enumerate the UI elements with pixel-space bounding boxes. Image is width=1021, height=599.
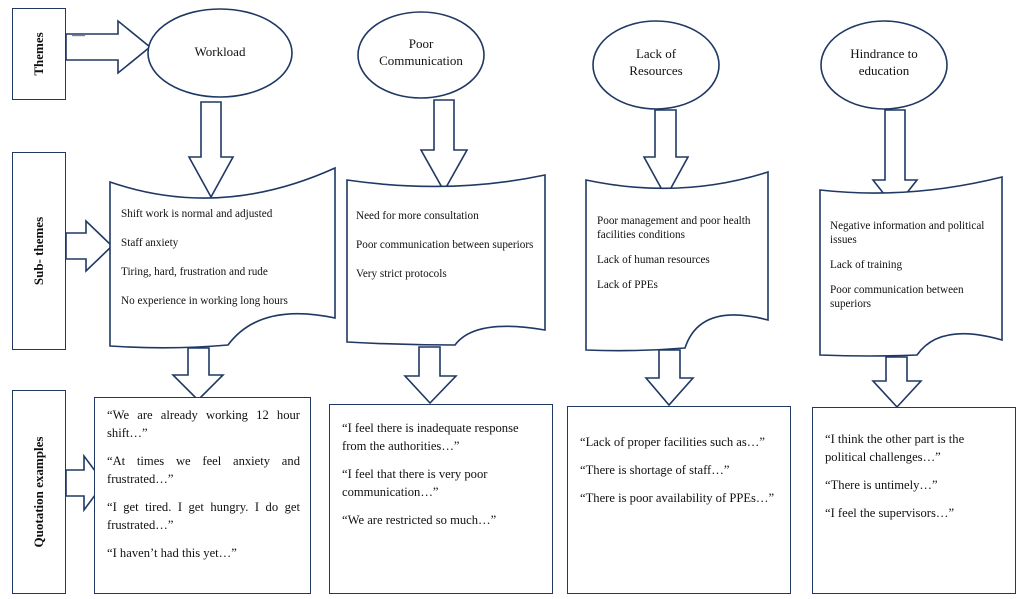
quote-item: “I get tired. I get hungry. I do get fru…	[107, 500, 300, 532]
row-label-quotation-examples-text: Quotation examples	[31, 436, 46, 548]
theme-ellipse-poor-communication	[357, 11, 485, 99]
subtheme-item: Lack of PPEs	[597, 279, 658, 291]
quote-box-lack-of-resources: “Lack of proper facilities such as…” “Th…	[567, 406, 791, 594]
quote-box-poor-communication: “I feel there is inadequate response fro…	[329, 404, 553, 594]
subtheme-doc-education	[819, 175, 1003, 357]
arrow-right-subthemes	[65, 219, 114, 273]
quote-box-hindrance-to-education: “I think the other part is the political…	[812, 407, 1016, 594]
subtheme-item: Staff anxiety	[121, 237, 179, 249]
subtheme-item: Need for more consultation	[356, 210, 479, 222]
arrow-down-communication-2	[403, 346, 458, 405]
arrow-down-education-2	[871, 356, 923, 409]
row-label-themes-text: Themes	[31, 32, 46, 76]
arrow-down-workload-2	[171, 347, 225, 402]
theme-name-workload: Workload	[194, 44, 246, 59]
quote-item: “I think the other part is the political…	[825, 432, 965, 464]
arrow-down-workload-1	[187, 101, 235, 199]
arrow-down-resources-1	[642, 109, 690, 199]
subtheme-doc-resources	[585, 170, 769, 352]
row-label-sub-themes: Sub- themes	[12, 152, 66, 350]
quote-item: “I feel the supervisors…”	[825, 506, 955, 520]
row-label-sub-themes-text: Sub- themes	[31, 216, 46, 286]
subtheme-doc-communication	[346, 174, 546, 346]
quote-item: “I feel there is inadequate response fro…	[342, 421, 519, 453]
quote-item: “There is untimely…”	[825, 478, 938, 492]
subtheme-item: Negative information and political issue…	[830, 220, 985, 246]
quote-item: “I feel that there is very poor communic…	[342, 467, 488, 499]
subtheme-list-poor-communication: Need for more consultation Poor communic…	[356, 209, 544, 296]
quote-item: “We are restricted so much…”	[342, 513, 497, 527]
subtheme-item: Poor communication between superiors	[830, 284, 964, 310]
subtheme-item: Tiring, hard, frustration and rude	[121, 266, 268, 278]
subtheme-item: Poor management and poor health faciliti…	[597, 215, 751, 241]
quote-item: “We are already working 12 hour shift…”	[107, 408, 300, 440]
quote-item: “Lack of proper facilities such as…”	[580, 435, 765, 449]
row-label-themes: Themes	[12, 8, 66, 100]
theme-ellipse-hindrance-to-education	[820, 20, 948, 110]
subtheme-list-lack-of-resources: Poor management and poor health faciliti…	[597, 214, 762, 307]
theme-ellipse-workload	[147, 8, 293, 98]
quote-item: “There is shortage of staff…”	[580, 463, 730, 477]
subtheme-item: No experience in working long hours	[121, 295, 288, 307]
subtheme-list-workload: Shift work is normal and adjusted Staff …	[121, 207, 331, 323]
subtheme-item: Lack of human resources	[597, 254, 710, 266]
arrow-right-themes	[65, 19, 152, 75]
quote-box-workload: “We are already working 12 hour shift…” …	[94, 397, 311, 594]
quote-item: “I haven’t had this yet…”	[107, 546, 237, 560]
quote-item: “There is poor availability of PPEs…”	[580, 491, 775, 505]
subtheme-item: Very strict protocols	[356, 268, 447, 280]
subtheme-list-hindrance-to-education: Negative information and political issue…	[830, 219, 1000, 326]
theme-name-hindrance-to-education: Hindrance to education	[850, 46, 918, 78]
arrow-down-communication-1	[419, 99, 469, 193]
row-label-quotation-examples: Quotation examples	[12, 390, 66, 594]
subtheme-item: Shift work is normal and adjusted	[121, 208, 273, 220]
theme-name-poor-communication: Poor Communication	[379, 36, 463, 68]
theme-name-lack-of-resources: Lack of Resources	[629, 46, 683, 78]
subtheme-doc-workload	[109, 166, 336, 349]
subtheme-item: Lack of training	[830, 259, 903, 271]
theme-ellipse-lack-of-resources	[592, 20, 720, 110]
themes-dash-mark: —	[72, 27, 85, 42]
quote-item: “At times we feel anxiety and frustrated…	[107, 454, 300, 486]
arrow-down-resources-2	[644, 349, 695, 407]
subtheme-item: Poor communication between superiors	[356, 239, 534, 251]
